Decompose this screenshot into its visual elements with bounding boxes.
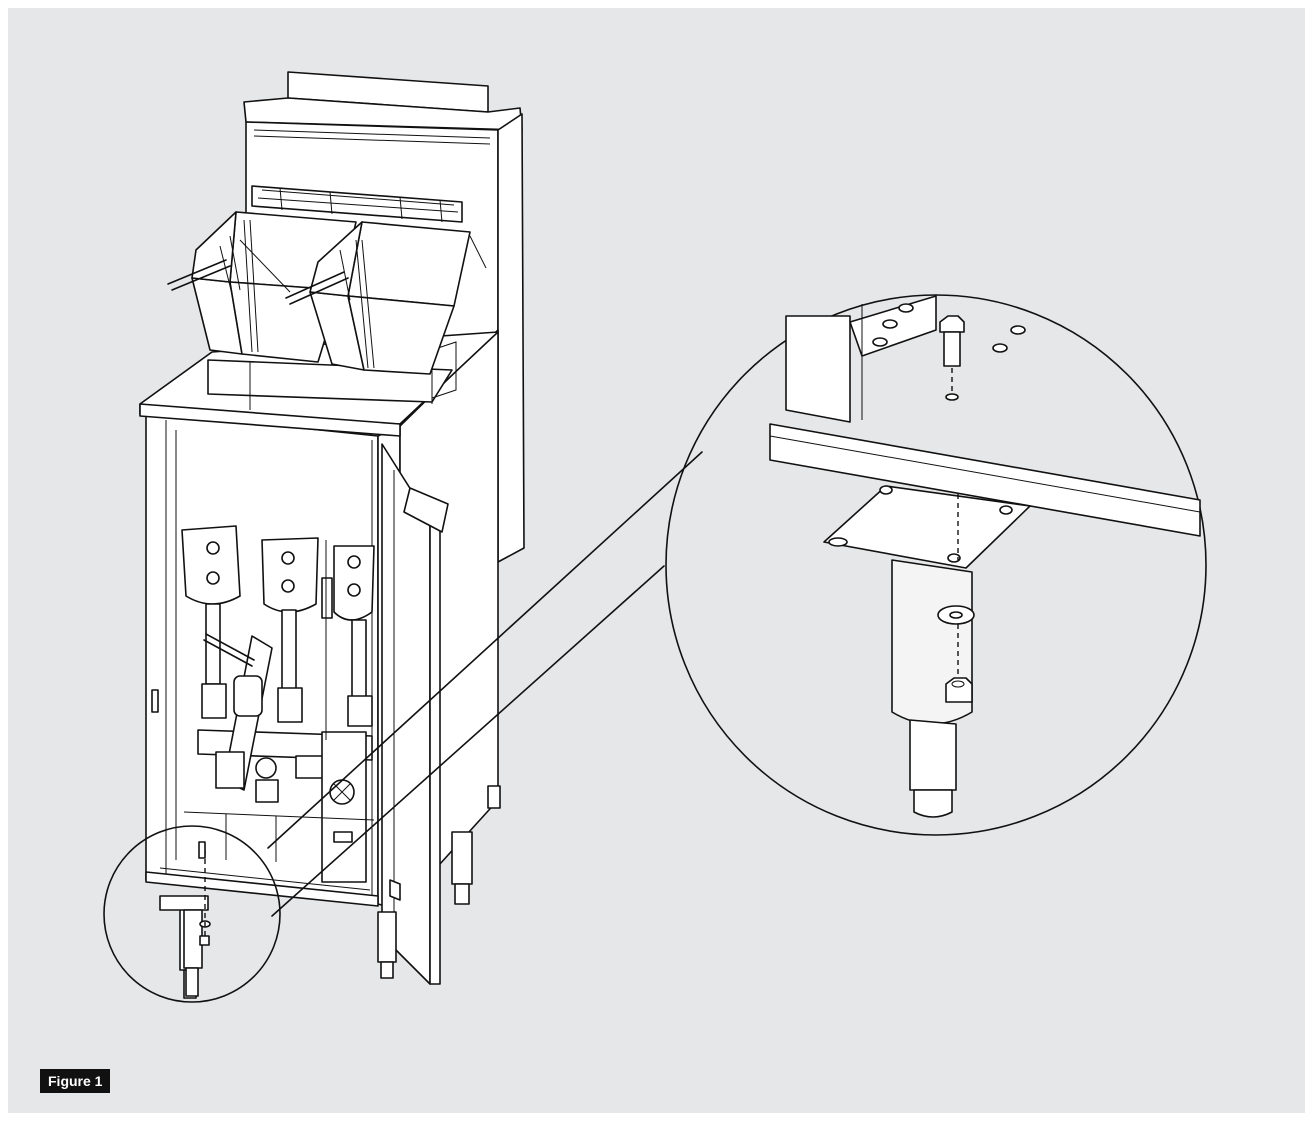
detail-nut — [945, 677, 973, 703]
detail-washer — [937, 605, 975, 678]
burner-manifold — [181, 525, 375, 883]
cabinet — [139, 329, 499, 911]
fry-basket-right — [285, 221, 487, 375]
fryer-unit — [139, 71, 525, 999]
fry-basket-left — [167, 211, 357, 363]
detail-callout-large — [665, 294, 1207, 836]
figure-caption: Figure 1 — [40, 1069, 111, 1093]
detail-mounting-plate — [823, 485, 1031, 569]
cabinet-door — [381, 443, 449, 985]
detail-bolt — [939, 315, 965, 560]
detail-callout-small — [103, 825, 281, 1003]
callout-leader-lines — [267, 451, 703, 917]
detail-bottom-rail — [769, 295, 1201, 537]
